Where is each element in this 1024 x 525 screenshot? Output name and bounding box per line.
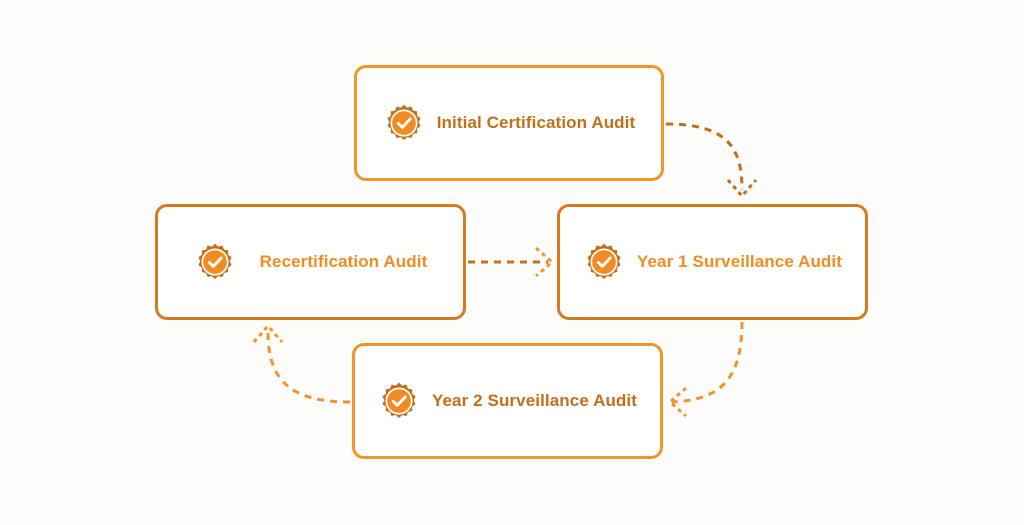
arrow-initial-to-year1 xyxy=(665,122,744,191)
node-content: Initial Certification Audit xyxy=(383,102,636,144)
arrow-year1-to-year2 xyxy=(671,321,744,404)
node-label: Initial Certification Audit xyxy=(436,113,636,132)
node-content: Year 2 Surveillance Audit xyxy=(378,380,637,422)
node-label: Year 1 Surveillance Audit xyxy=(636,252,842,271)
arrowhead-year2-to-recert xyxy=(252,323,284,343)
certification-badge-icon xyxy=(587,243,621,279)
certification-badge-icon xyxy=(382,382,416,418)
node-content: Recertification Audit xyxy=(194,241,428,283)
node-year1-surveillance-audit: Year 1 Surveillance Audit xyxy=(557,204,868,320)
node-label: Recertification Audit xyxy=(259,252,428,271)
node-recertification-audit: Recertification Audit xyxy=(155,204,466,320)
arrowhead-recert-to-year1 xyxy=(535,246,555,278)
certification-badge-icon xyxy=(198,243,232,279)
node-year2-surveillance-audit: Year 2 Surveillance Audit xyxy=(352,343,663,459)
arrowhead-initial-to-year1 xyxy=(726,179,758,199)
node-label: Year 2 Surveillance Audit xyxy=(431,391,637,410)
certification-badge-icon xyxy=(387,104,421,140)
checkmark-icon xyxy=(207,256,223,268)
arrowhead-year1-to-year2 xyxy=(667,386,687,418)
node-content: Year 1 Surveillance Audit xyxy=(583,241,842,283)
arrow-year2-to-recert xyxy=(266,331,351,404)
node-initial-certification-audit: Initial Certification Audit xyxy=(354,65,664,181)
checkmark-icon xyxy=(596,256,612,268)
checkmark-icon xyxy=(391,395,407,407)
checkmark-icon xyxy=(396,117,412,129)
